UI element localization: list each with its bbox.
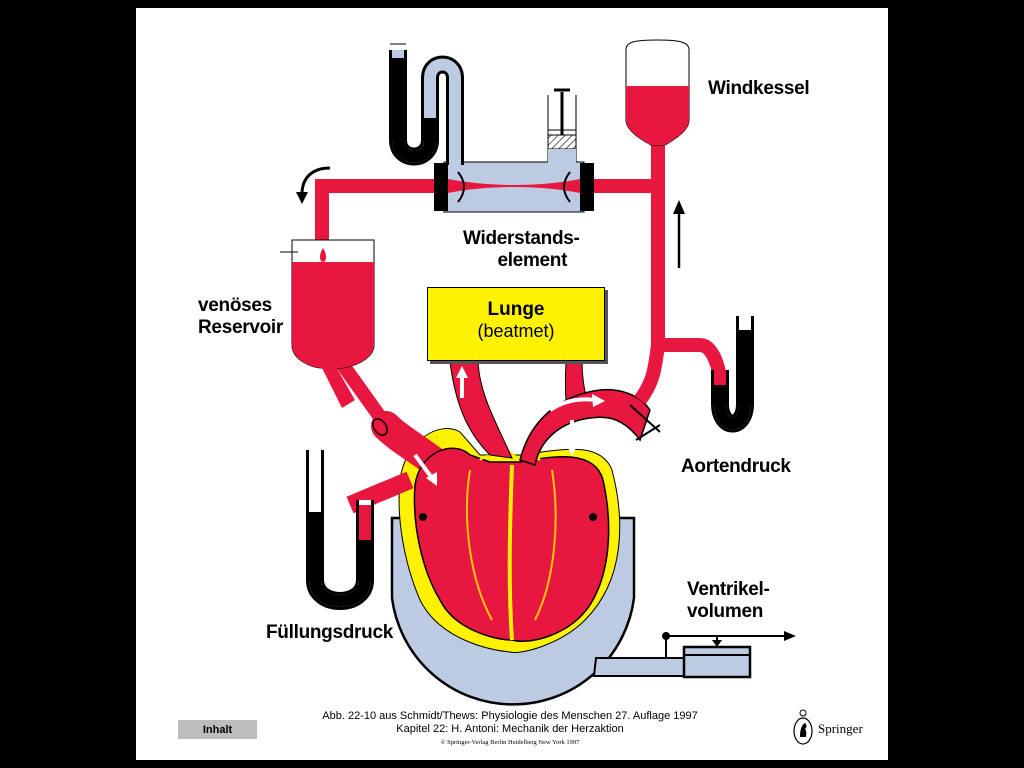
flow-up-arrow-icon bbox=[673, 200, 685, 214]
aortic-pressure-manometer bbox=[711, 316, 754, 433]
springer-logo: Springer bbox=[792, 707, 872, 747]
aortic-outflow-tube bbox=[634, 140, 665, 405]
label-windkessel: Windkessel bbox=[708, 78, 810, 99]
filling-pressure-manometer bbox=[306, 450, 374, 610]
pulmonary-artery bbox=[449, 361, 513, 459]
springer-chess-knight-icon bbox=[793, 709, 813, 745]
resistance-element bbox=[434, 88, 594, 213]
copyright-line: © Springer-Verlag Berlin Heidelberg New … bbox=[440, 739, 580, 746]
flow-arrows bbox=[413, 366, 605, 486]
windkessel-vessel bbox=[625, 39, 690, 146]
label-venoeses-reservoir: venöses Reservoir bbox=[198, 295, 283, 338]
ventricle-volume-sensor bbox=[662, 631, 796, 679]
chamber-outlet-tube bbox=[592, 657, 685, 677]
lung-title: Lunge bbox=[487, 299, 545, 320]
inhalt-button[interactable]: Inhalt bbox=[178, 720, 257, 739]
caption-line-1: Abb. 22-10 aus Schmidt/Thews: Physiologi… bbox=[322, 710, 698, 722]
label-widerstandselement: Widerstands- element bbox=[463, 228, 580, 271]
flow-curve-arrow-icon bbox=[300, 166, 331, 195]
resistance-manometer bbox=[389, 43, 464, 166]
venous-reservoir bbox=[280, 239, 388, 436]
caption-line-2: Kapitel 22: H. Antoni: Mechanik der Herz… bbox=[396, 723, 624, 735]
lung-subtitle: (beatmet) bbox=[477, 321, 555, 341]
label-ventrikelvolumen: Ventrikel- volumen bbox=[687, 579, 770, 622]
label-aortendruck: Aortendruck bbox=[681, 456, 791, 477]
label-fuellungsdruck: Füllungsdruck bbox=[266, 622, 393, 643]
springer-wordmark: Springer bbox=[818, 721, 863, 736]
lung-box: Lunge (beatmet) bbox=[427, 287, 605, 361]
